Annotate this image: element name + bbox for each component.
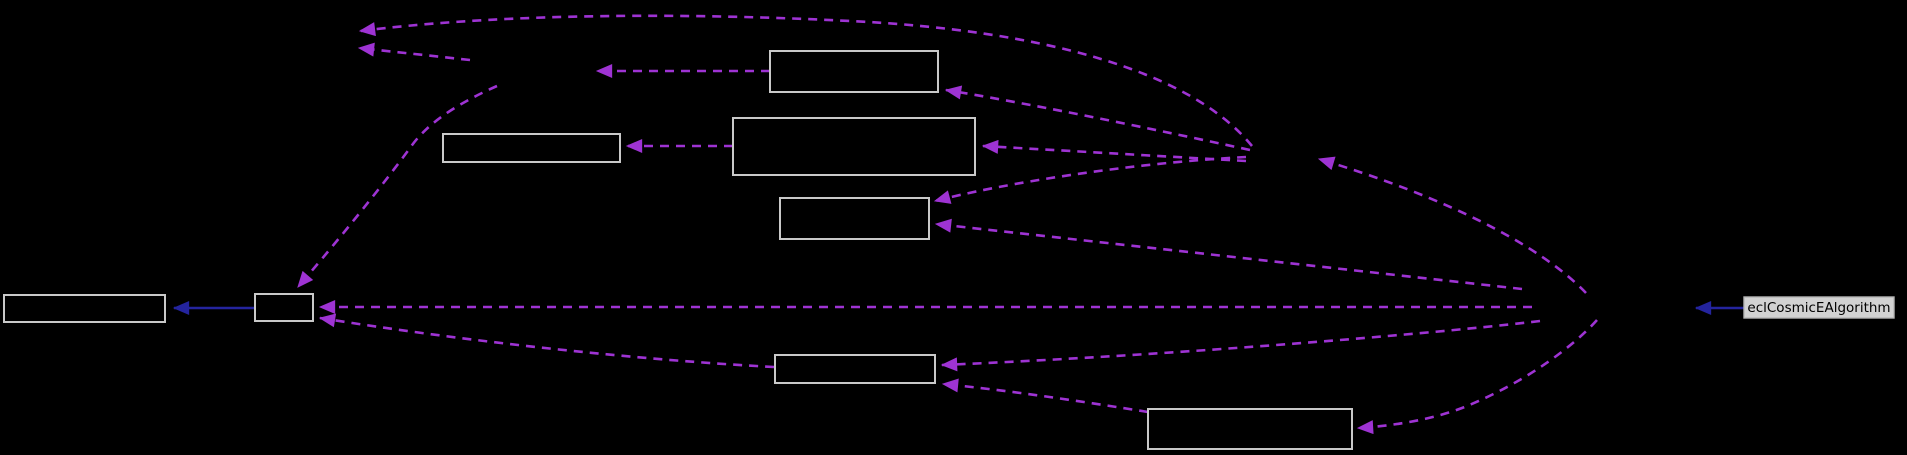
node-lower-middle-box[interactable] (774, 354, 936, 384)
node-eclCosmicEAlgorithm-label: eclCosmicEAlgorithm (1747, 300, 1890, 316)
node-lower-middle[interactable] (774, 354, 936, 384)
node-upper-middle[interactable] (732, 117, 976, 176)
usage-edge-use-hub-to-middle-low (934, 218, 1523, 291)
usage-edge-use-j3-to-topleft (357, 42, 471, 62)
node-bottom[interactable] (1147, 408, 1353, 450)
node-bottom-box[interactable] (1147, 408, 1353, 450)
node-middle-box[interactable] (779, 197, 930, 240)
usage-edge-use-j2-to-uppermiddle (981, 139, 1247, 163)
node-middle[interactable] (779, 197, 930, 240)
usage-edge-use-hub-to-lowermid (940, 319, 1541, 372)
node-eclCosmicEAlgorithm[interactable]: eclCosmicEAlgorithm (1743, 296, 1895, 319)
usage-edge-use-hub-to-junction2 (1317, 156, 1587, 294)
usage-edge-use-j2-to-middle-top (933, 155, 1247, 204)
node-upper-left-box[interactable] (442, 133, 621, 163)
usage-edge-use-lowermid-to-small (318, 313, 775, 369)
node-left-base[interactable] (3, 294, 166, 323)
node-left-base-box[interactable] (3, 294, 166, 323)
usage-edge-use-j3-to-small-arc (297, 84, 498, 288)
node-left-small[interactable] (254, 293, 314, 322)
node-eclCosmicEAlgorithm-box[interactable] (1743, 296, 1895, 319)
usage-edge-use-j2-to-top (944, 85, 1251, 152)
node-left-small-box[interactable] (254, 293, 314, 322)
node-upper-left[interactable] (442, 133, 621, 163)
node-top-box[interactable] (769, 50, 939, 93)
usage-edge-use-hub-to-bottom (1356, 319, 1598, 435)
usage-edge-use-bottom-to-lowermid (941, 378, 1149, 414)
node-upper-middle-box[interactable] (732, 117, 976, 176)
node-top[interactable] (769, 50, 939, 93)
